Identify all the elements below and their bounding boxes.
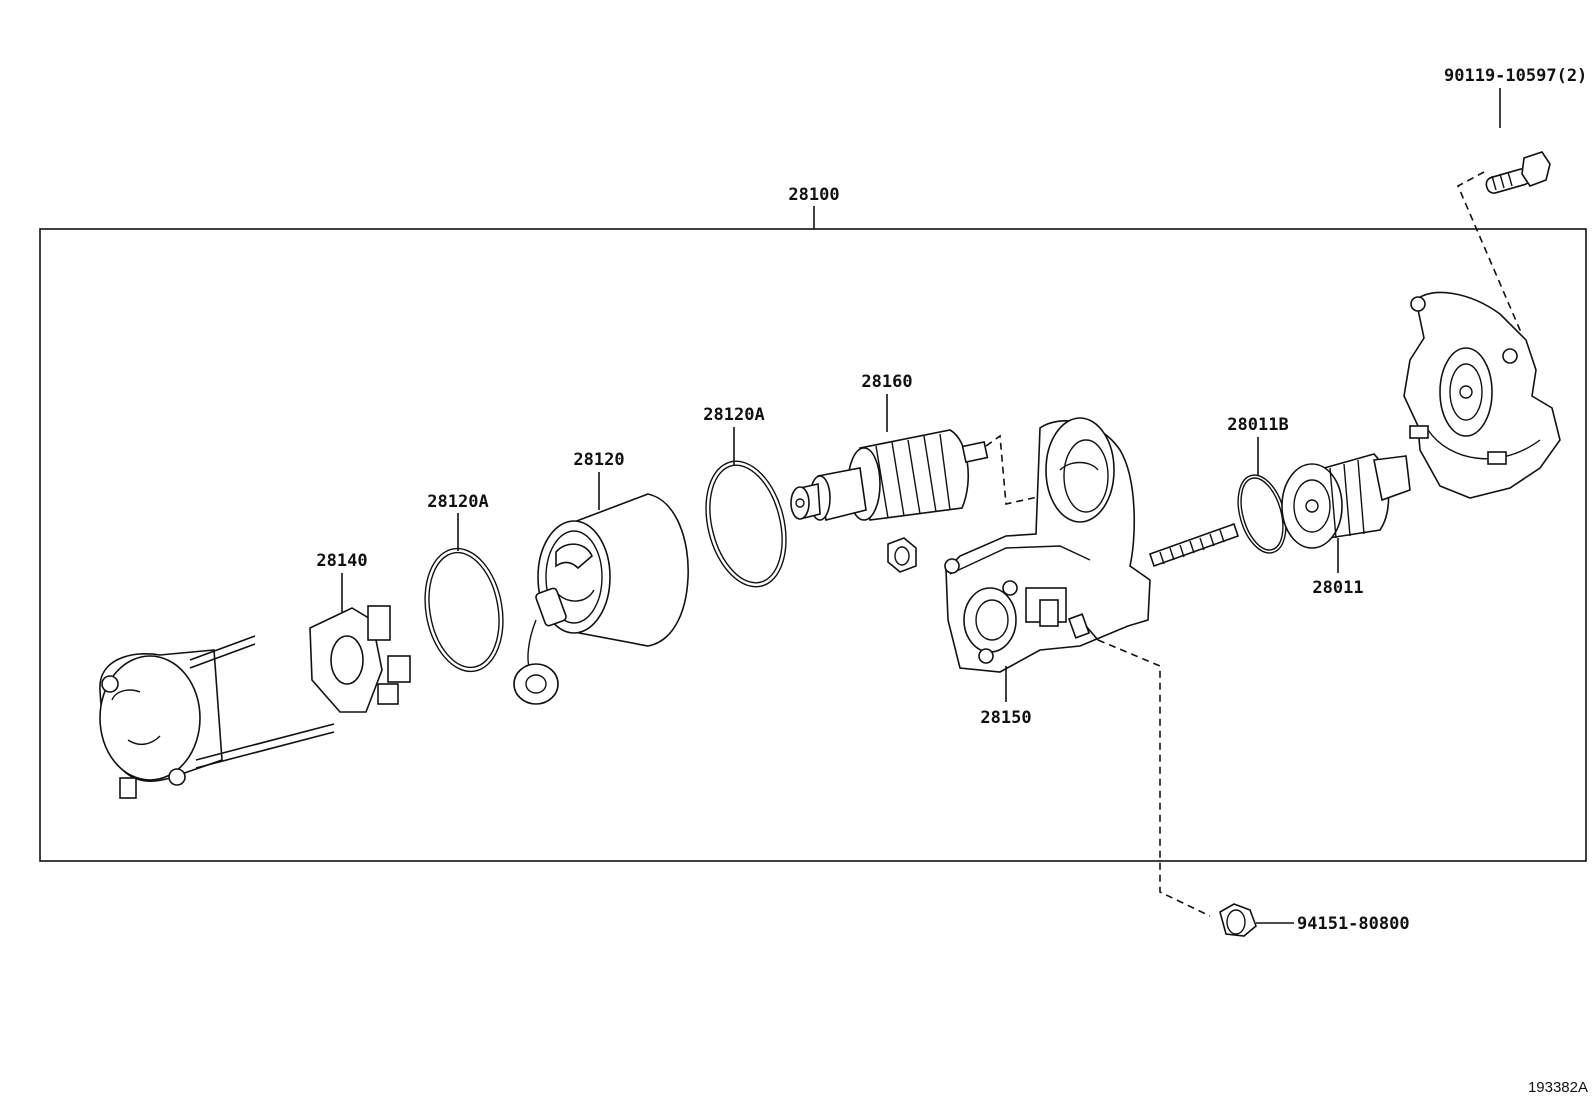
label-28011B[interactable]: 28011B (1227, 415, 1288, 435)
small-nut-icon (887, 537, 917, 573)
spring-icon (1148, 522, 1240, 568)
label-nut[interactable]: 94151-80800 (1297, 914, 1410, 934)
bolt-dashed-leader (1456, 171, 1522, 345)
label-28160[interactable]: 28160 (861, 372, 912, 392)
label-28011[interactable]: 28011 (1312, 578, 1363, 598)
label-28150[interactable]: 28150 (980, 708, 1031, 728)
label-28120A-right[interactable]: 28120A (703, 405, 764, 425)
nut-dashed-leader (1097, 639, 1211, 917)
label-28120[interactable]: 28120 (573, 450, 624, 470)
o-ring-left-icon (424, 547, 504, 673)
nut-icon (1219, 903, 1257, 937)
o-ring-drive-inner (1240, 477, 1284, 551)
armature-icon (790, 429, 989, 521)
commutator-end-frame-icon (99, 635, 335, 799)
figure-number: 193382A (1528, 1079, 1588, 1096)
o-ring-right-icon (705, 460, 787, 588)
brush-holder-icon (309, 605, 411, 713)
label-28140[interactable]: 28140 (316, 551, 367, 571)
bolt-icon (1485, 151, 1551, 194)
label-28120A-left[interactable]: 28120A (427, 492, 488, 512)
o-ring-left-inner (428, 551, 500, 669)
drive-housing-icon (944, 417, 1151, 673)
starter-housing-icon (1403, 291, 1561, 499)
label-bolt[interactable]: 90119-10597(2) (1444, 66, 1587, 86)
o-ring-right-inner (709, 464, 783, 584)
assembly-frame (39, 228, 1587, 862)
yoke-icon (513, 493, 689, 705)
armature-dashed-link (985, 434, 1061, 505)
clutch-icon (1281, 453, 1411, 549)
label-28100[interactable]: 28100 (788, 185, 839, 205)
